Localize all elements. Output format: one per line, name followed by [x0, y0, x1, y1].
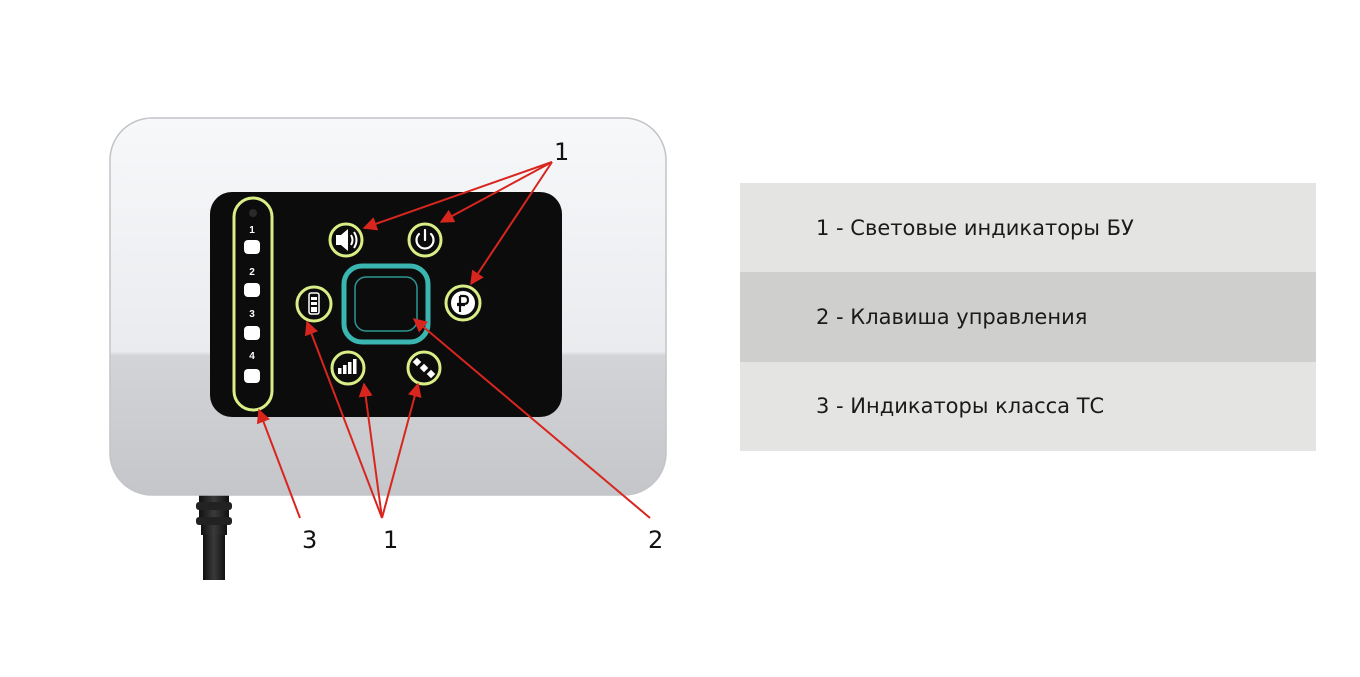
arrow-to-class-indicators — [256, 408, 301, 519]
arrow-to-sound — [362, 161, 553, 231]
arrow-to-satellite — [381, 382, 422, 519]
satellite-icon — [412, 357, 436, 379]
class-indicators-ring — [232, 196, 274, 412]
speaker-icon — [336, 229, 358, 251]
device-figure: 1 2 3 4 — [109, 117, 667, 580]
legend-item-indicators: 1 - Световые индикаторы БУ — [740, 183, 1316, 273]
arrow-to-control-key — [412, 318, 651, 519]
legend-panel: 1 - Световые индикаторы БУ 2 - Клавиша у… — [740, 183, 1316, 451]
callout-label-bottom: 1 — [383, 526, 398, 554]
power-icon — [415, 228, 435, 250]
class-slot-label-2: 2 — [249, 267, 255, 278]
legend-item-class-indicators: 3 - Индикаторы класса ТС — [740, 361, 1316, 451]
signal-bars-icon — [338, 359, 357, 374]
class-slot-1 — [244, 240, 260, 254]
arrow-to-payment — [470, 161, 553, 286]
satellite-indicator — [406, 350, 442, 386]
power-indicator — [407, 222, 443, 258]
legend-item-label: 1 - Световые индикаторы БУ — [816, 215, 1134, 240]
legend-item-control-key: 2 - Клавиша управления — [740, 272, 1316, 362]
class-slot-label-4: 4 — [249, 351, 255, 362]
legend-item-label: 3 - Индикаторы класса ТС — [816, 394, 1105, 419]
payment-indicator — [444, 284, 482, 322]
sound-indicator — [328, 222, 364, 258]
signal-indicator — [330, 350, 366, 386]
callout-label-top: 1 — [554, 138, 569, 166]
callout-arrows — [256, 161, 651, 519]
battery-indicator — [295, 285, 333, 323]
legend-item-label: 2 - Клавиша управления — [816, 304, 1088, 329]
arrow-to-power — [439, 161, 553, 223]
ruble-icon — [451, 291, 475, 315]
class-indicators: 1 2 3 4 — [232, 196, 274, 412]
class-slot-label-1: 1 — [249, 225, 255, 236]
arrow-to-signal — [358, 382, 383, 519]
battery-level-icon — [308, 292, 320, 315]
arrow-to-battery — [304, 320, 383, 519]
callout-label-class: 3 — [302, 526, 317, 554]
class-slot-label-3: 3 — [249, 309, 255, 320]
class-slot-2 — [244, 283, 260, 297]
sensor-dot — [249, 209, 257, 217]
class-slot-3 — [244, 326, 260, 340]
power-cable — [196, 488, 232, 580]
callout-label-control: 2 — [648, 526, 663, 554]
control-key[interactable] — [341, 263, 431, 345]
class-slot-4 — [244, 369, 260, 383]
